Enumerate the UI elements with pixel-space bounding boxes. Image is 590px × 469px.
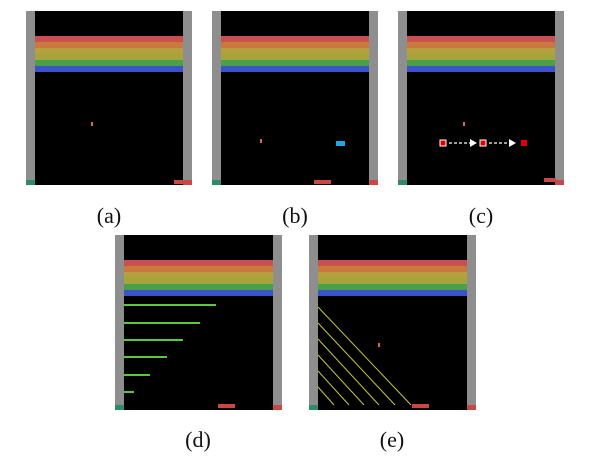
left-wall <box>26 11 35 185</box>
diagonal-line-3 <box>317 338 380 406</box>
caption-e: (e) <box>379 427 405 452</box>
right-wall-base <box>183 180 192 185</box>
left-wall <box>115 235 124 410</box>
right-wall <box>183 11 192 185</box>
paddle <box>314 180 331 184</box>
arrow-head-2 <box>509 139 516 147</box>
left-wall <box>398 11 407 185</box>
paddle <box>174 180 184 184</box>
caption-a: (a) <box>96 203 122 228</box>
paddle <box>544 178 556 182</box>
arrow-head-1 <box>470 139 477 147</box>
diagonal-line-5 <box>317 370 350 406</box>
paddle <box>218 404 235 408</box>
right-wall <box>467 235 476 410</box>
brick-wall <box>35 36 183 72</box>
paddle <box>412 404 429 408</box>
brick-wall <box>318 260 467 296</box>
motion-sequence <box>439 139 527 147</box>
caption-b: (b) <box>282 203 308 228</box>
game-panel-c <box>398 11 564 185</box>
right-wall <box>369 11 378 185</box>
left-wall <box>309 235 318 410</box>
diagonal-lines <box>317 306 412 406</box>
ball <box>260 139 262 143</box>
game-panel-d <box>115 235 282 410</box>
highlighted-block <box>336 141 345 146</box>
right-wall-base <box>369 180 378 185</box>
motion-square-3 <box>521 140 527 146</box>
left-wall-base <box>212 180 221 185</box>
ball <box>463 122 465 126</box>
motion-square-2 <box>479 139 487 147</box>
right-wall <box>555 11 564 185</box>
caption-c: (c) <box>468 203 494 228</box>
left-wall <box>212 11 221 185</box>
right-wall-base <box>273 405 282 410</box>
caption-d: (d) <box>185 427 211 452</box>
right-wall-base <box>555 180 564 185</box>
game-panel-a <box>26 11 192 185</box>
right-wall-base <box>467 405 476 410</box>
diagonal-line-6 <box>317 386 335 406</box>
brick-wall <box>221 36 369 72</box>
diagonal-line-1 <box>317 306 412 406</box>
left-wall-base <box>309 405 318 410</box>
brick-wall <box>124 260 273 296</box>
game-panel-e <box>309 235 476 410</box>
motion-square-1 <box>439 139 447 147</box>
ball <box>91 122 93 126</box>
right-wall <box>273 235 282 410</box>
brick-wall <box>407 36 555 72</box>
trajectory-lines <box>124 304 216 393</box>
left-wall-base <box>115 405 124 410</box>
ball <box>378 343 380 347</box>
left-wall-base <box>398 180 407 185</box>
diagonal-line-4 <box>317 354 365 406</box>
left-wall-base <box>26 180 35 185</box>
diagonal-line-2 <box>317 322 396 406</box>
game-panel-b <box>212 11 378 185</box>
